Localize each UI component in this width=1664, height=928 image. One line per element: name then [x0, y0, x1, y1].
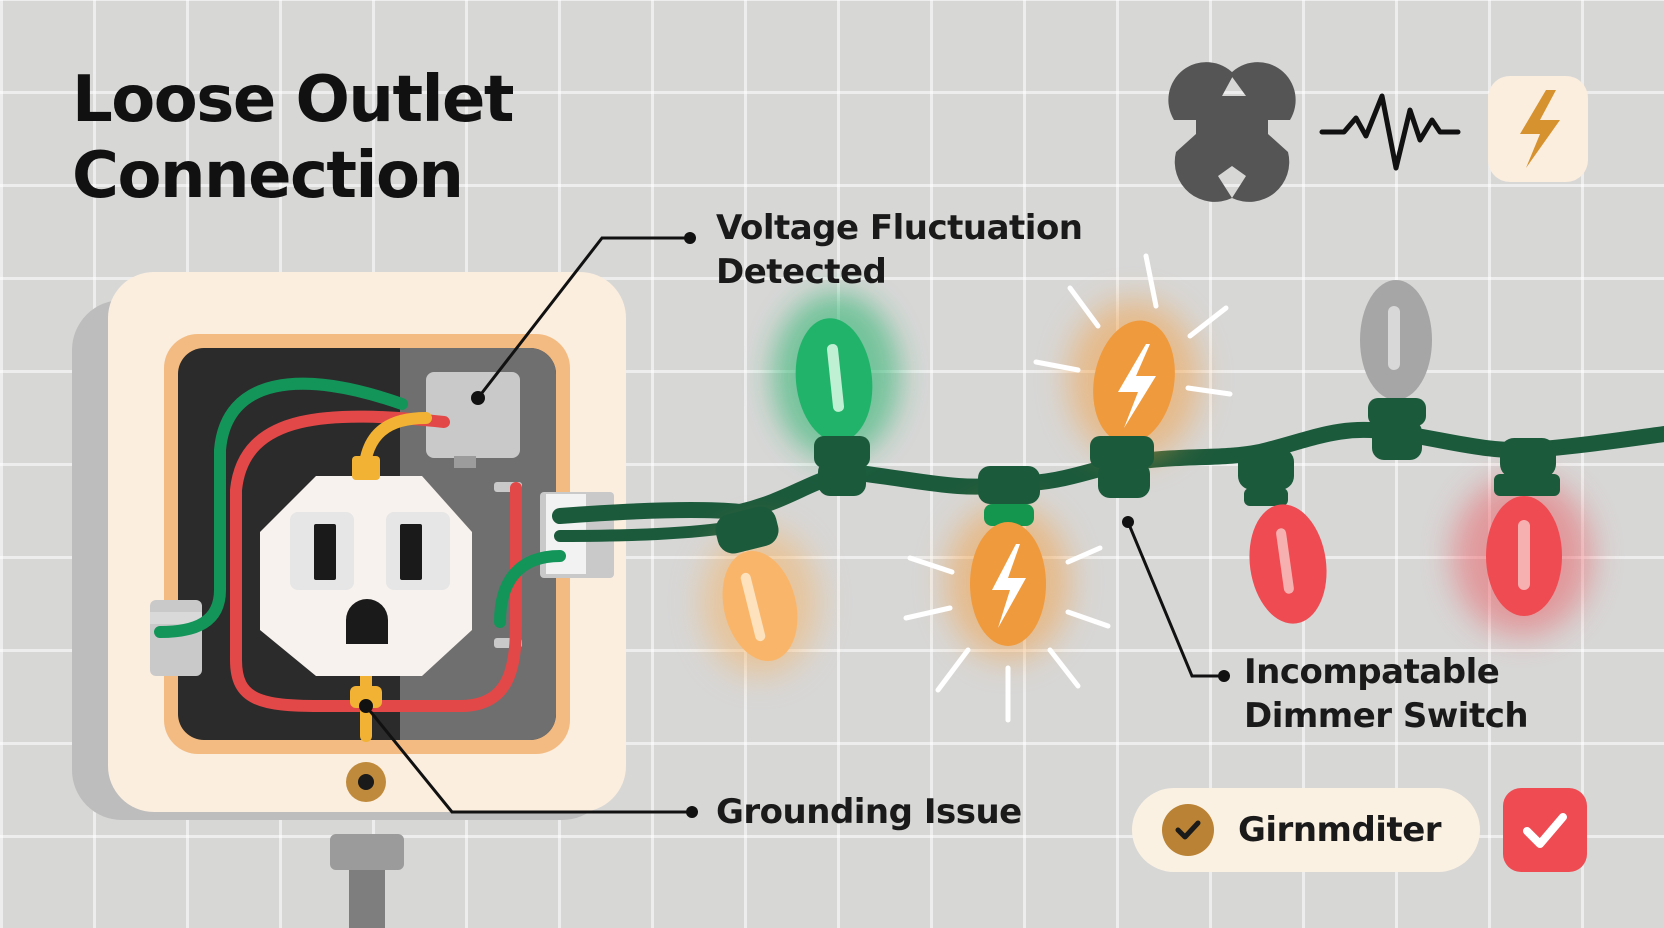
bulb-orange-upper — [1090, 320, 1175, 498]
bulb-gray — [1360, 280, 1432, 460]
callout-grounding: Grounding Issue — [716, 790, 1022, 834]
green-wire — [154, 377, 408, 638]
waveform-icon — [1319, 93, 1461, 171]
leader-voltage — [476, 236, 690, 399]
bulb-red-right — [1486, 438, 1562, 616]
ground-hole — [346, 599, 388, 644]
bulb-green — [795, 318, 873, 496]
status-pill-label: Girnmditer — [1238, 810, 1442, 850]
lightning-icon — [1118, 344, 1156, 428]
spark-rays-lower — [903, 545, 1111, 723]
outlet-slot-right — [400, 524, 422, 580]
callout-leaders — [364, 236, 1224, 814]
lightning-badge — [1488, 76, 1588, 182]
bulb-pale-orange — [715, 506, 798, 662]
spark-rays-upper — [1033, 253, 1233, 397]
status-pill[interactable]: Girnmditer — [1132, 788, 1480, 872]
bulb-red-middle — [1238, 448, 1327, 624]
callout-voltage: Voltage Fluctuation Detected — [716, 206, 1083, 294]
check-icon — [1523, 813, 1567, 848]
lightning-icon — [1520, 90, 1560, 168]
red-wire-left — [230, 410, 523, 712]
callout-dimmer-line-2: Dimmer Switch — [1244, 696, 1529, 736]
callout-voltage-line-1: Voltage Fluctuation — [716, 208, 1083, 248]
terminal-block — [426, 372, 520, 458]
callout-dimmer: Incompatable Dimmer Switch — [1244, 650, 1529, 738]
callout-dimmer-line-1: Incompatable — [1244, 652, 1500, 692]
lightning-icon — [992, 544, 1026, 628]
title-line-1: Loose Outlet — [72, 63, 515, 137]
callout-grounding-line-1: Grounding Issue — [716, 792, 1022, 832]
check-circle-icon — [1162, 804, 1214, 856]
outlet-assembly — [72, 272, 626, 928]
leader-grounding — [364, 705, 692, 814]
light-string — [552, 253, 1664, 723]
page-title: Loose Outlet Connection — [72, 62, 515, 214]
green-wire-right — [494, 550, 566, 628]
confirm-check-button[interactable] — [1503, 788, 1587, 872]
bulb-orange-lower — [970, 466, 1046, 646]
wrench-icon — [1168, 62, 1296, 202]
callout-voltage-line-2: Detected — [716, 252, 887, 292]
outlet-slot-left — [314, 524, 336, 580]
leader-dimmer — [1126, 521, 1224, 678]
title-line-2: Connection — [72, 139, 464, 213]
